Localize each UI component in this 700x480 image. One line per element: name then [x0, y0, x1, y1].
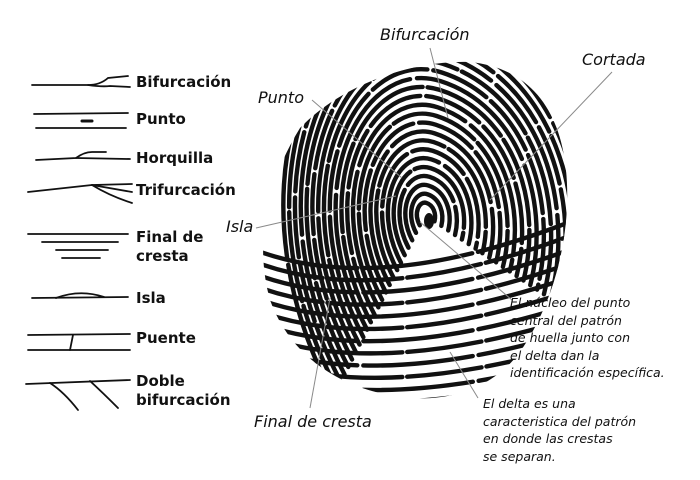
ridge-line	[263, 215, 568, 271]
legend-label-double-bifurcation: Doble bifurcación	[136, 372, 231, 409]
legend-label-spur: Horquilla	[136, 149, 214, 167]
ridge-line	[292, 61, 568, 385]
ridge-line	[333, 75, 539, 332]
callout-cortada: Cortada	[582, 50, 646, 69]
ridge-line	[391, 164, 467, 258]
ridge-line	[368, 129, 496, 288]
callout-final-de-cresta: Final de cresta	[254, 412, 372, 431]
ridge-line	[409, 191, 445, 236]
leader-delta	[449, 351, 479, 399]
leader-lines	[255, 47, 613, 409]
legend-label-ridge-ending: Final de cresta	[136, 228, 204, 265]
ridge-line	[304, 61, 568, 370]
ridge-line	[350, 102, 518, 310]
callout-bifurcacion: Bifurcación	[380, 25, 470, 44]
ridge-line	[263, 243, 568, 295]
spur-icon	[35, 151, 131, 161]
ridge-line	[385, 155, 474, 265]
leader-nucleo	[419, 221, 513, 301]
ridge-line	[362, 120, 503, 295]
double-bifurcation-icon	[25, 379, 131, 411]
ridge-line	[414, 200, 438, 228]
legend-label-dot: Punto	[136, 110, 186, 128]
bridge-icon	[27, 333, 131, 351]
ridge-line	[263, 229, 568, 283]
ridge-line	[316, 61, 561, 355]
leader-bifurcacion	[429, 47, 449, 119]
ridge-line	[356, 111, 510, 303]
ridge-line	[281, 61, 568, 399]
legend-label-trifurcation: Trifurcación	[136, 181, 236, 199]
ridge-line	[339, 84, 532, 325]
trifurcation-icon	[27, 183, 133, 204]
ridge-line	[345, 93, 525, 317]
legend-label-bifurcation: Bifurcación	[136, 73, 232, 91]
core-point	[424, 213, 434, 229]
ridge-line	[263, 285, 568, 332]
note-delta: El delta es una caracteristica del patró…	[483, 396, 637, 464]
dot-icon	[33, 112, 129, 129]
ridge-line	[374, 138, 488, 280]
ridge-line	[310, 61, 568, 362]
leader-cortada	[489, 71, 613, 201]
callout-punto: Punto	[258, 88, 304, 107]
legend-label-bridge: Puente	[136, 329, 196, 347]
ridge-line	[321, 61, 554, 347]
leader-isla	[255, 195, 397, 229]
ridge-line	[287, 61, 568, 392]
note-nucleo: El núcleo del punto central del patrón d…	[510, 295, 665, 380]
island-icon	[31, 292, 129, 299]
leader-final	[309, 297, 331, 409]
ridge-line	[263, 257, 568, 307]
leader-punto	[311, 99, 403, 179]
ridge-line	[397, 173, 460, 250]
ridge-ending-icon	[27, 233, 129, 259]
ridge-line	[298, 61, 568, 377]
bifurcation-icon	[31, 75, 131, 88]
ridge-line	[327, 67, 546, 340]
callout-isla: Isla	[226, 217, 254, 236]
ridge-line	[379, 147, 481, 273]
ridge-line	[263, 271, 568, 319]
ridge-line	[403, 182, 452, 243]
legend-label-island: Isla	[136, 289, 166, 307]
